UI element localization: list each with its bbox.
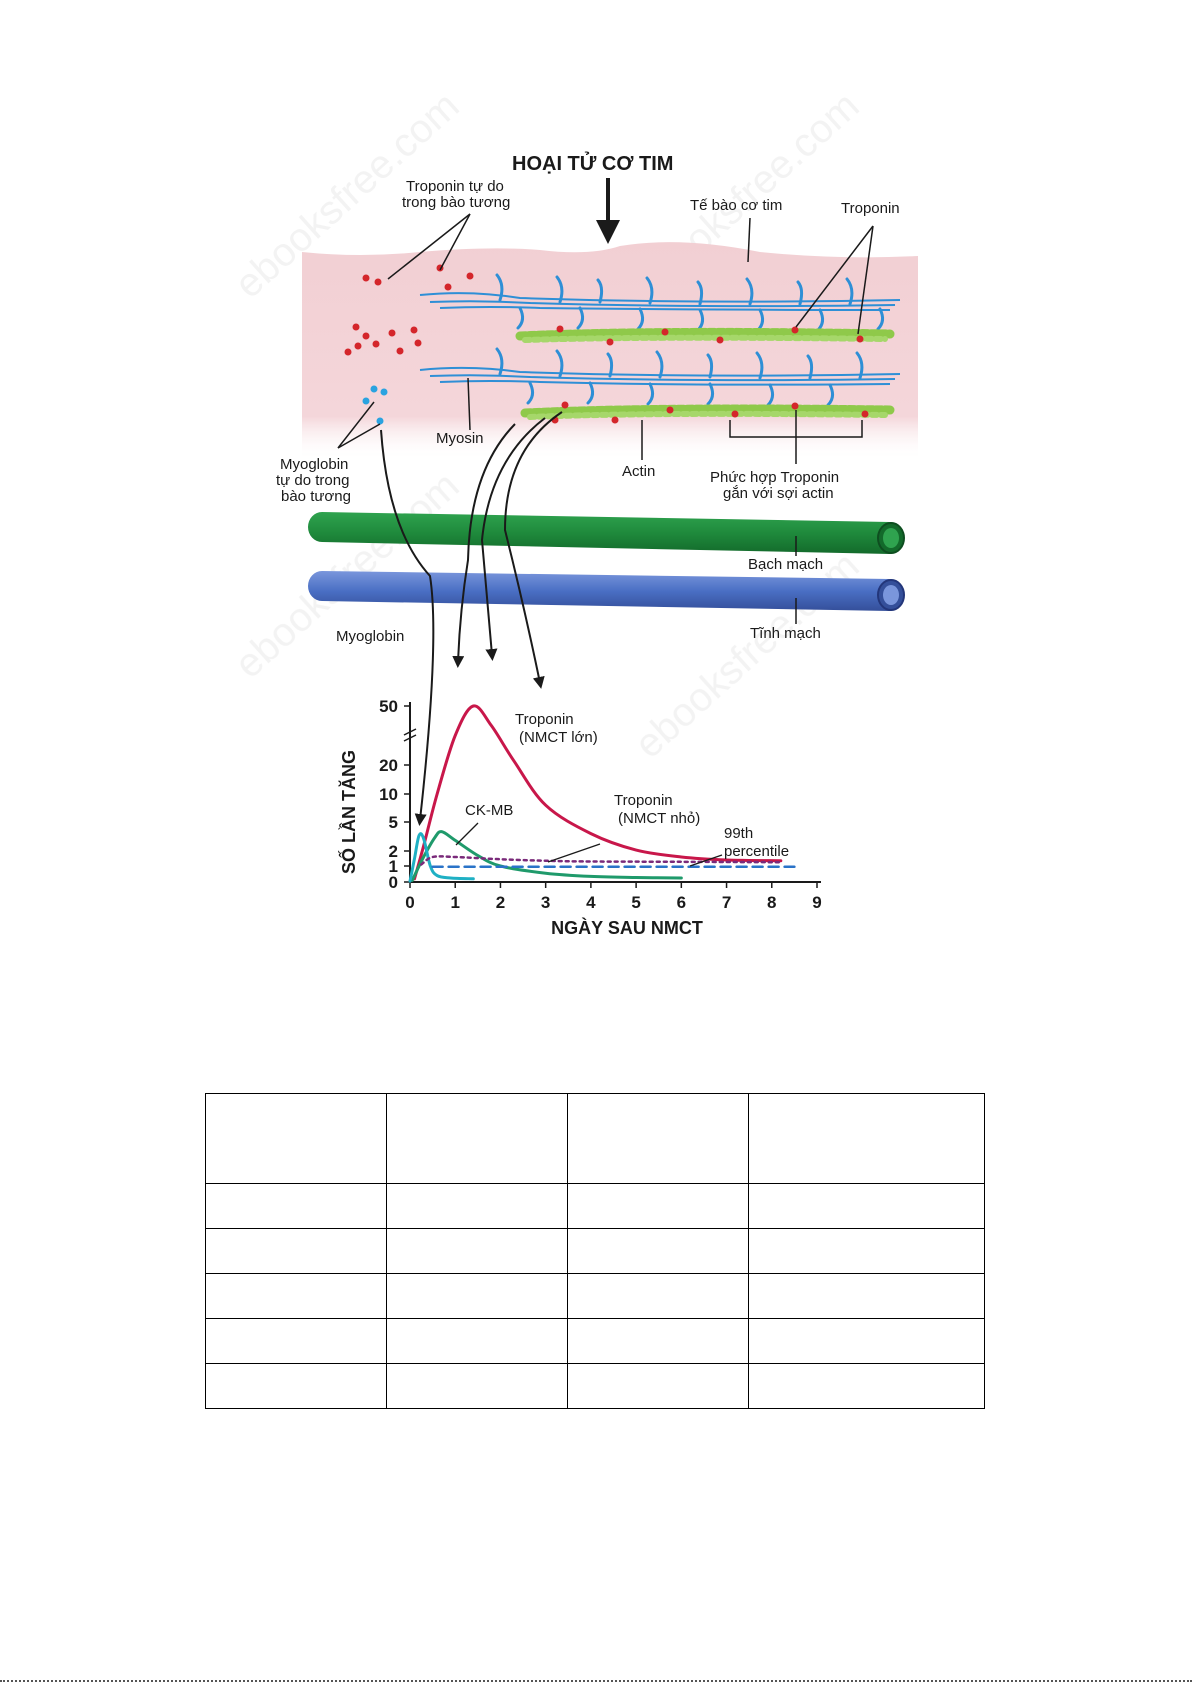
table-cell <box>205 1363 387 1409</box>
series-line-1 <box>410 830 683 882</box>
flow-arrows <box>380 411 563 826</box>
table-cell <box>567 1318 749 1364</box>
y-tick-label: 2 <box>389 842 398 861</box>
series-line-0 <box>413 704 783 881</box>
table-cell <box>205 1318 387 1364</box>
y-tick-label: 5 <box>389 813 398 832</box>
table-row <box>205 1273 985 1319</box>
series-label: Troponin <box>614 792 673 809</box>
table-cell <box>748 1093 985 1184</box>
chart-axes <box>403 702 821 883</box>
x-tick-label: 4 <box>586 893 596 912</box>
y-tick-label: 0 <box>389 873 398 892</box>
free-troponin-dots <box>344 264 474 356</box>
actin-filaments <box>515 327 895 420</box>
axis-break-mark <box>403 728 417 736</box>
table-cell <box>386 1363 568 1409</box>
x-tick-label: 0 <box>405 893 414 912</box>
series-label-leader <box>455 822 479 846</box>
label-complex-1: Phức hợp Troponin <box>710 469 839 486</box>
x-tick-label: 2 <box>496 893 505 912</box>
table-cell <box>567 1093 749 1184</box>
y-tick-label: 50 <box>379 697 398 716</box>
table-cell <box>748 1183 985 1229</box>
label-troponin: Troponin <box>841 200 900 217</box>
table-cell <box>748 1363 985 1409</box>
series-label-leader <box>547 843 601 863</box>
label-troponin-free-2: trong bào tương <box>402 194 510 211</box>
table-cell <box>567 1273 749 1319</box>
table-cell <box>567 1363 749 1409</box>
table-cell <box>748 1228 985 1274</box>
y-tick-label: 10 <box>379 785 398 804</box>
series-label: Troponin <box>515 711 574 728</box>
x-tick-label: 8 <box>767 893 776 912</box>
table-row <box>205 1318 985 1364</box>
diagram-labels: Troponin tự do trong bào tương Tế bào cơ… <box>276 178 900 645</box>
label-lymph: Bạch mạch <box>748 556 823 573</box>
label-troponin-free-1: Troponin tự do <box>406 178 504 195</box>
label-myoglobin-free-1: Myoglobin <box>280 456 348 473</box>
table-cell <box>386 1273 568 1319</box>
label-actin: Actin <box>622 463 655 480</box>
label-myosin: Myosin <box>436 430 484 447</box>
x-tick-label: 9 <box>812 893 821 912</box>
y-tick-label: 20 <box>379 756 398 775</box>
table-cell <box>386 1183 568 1229</box>
series-label: (NMCT nhỏ) <box>618 810 700 827</box>
blank-table <box>205 1093 985 1409</box>
table-cell <box>748 1273 985 1319</box>
table-cell <box>205 1273 387 1319</box>
lymph-vessel <box>308 512 905 554</box>
table-row <box>205 1183 985 1229</box>
table-cell <box>567 1183 749 1229</box>
label-myoglobin: Myoglobin <box>336 628 404 645</box>
table-cell <box>567 1228 749 1274</box>
table-cell <box>386 1093 568 1184</box>
chart-x-axis-label: NGÀY SAU NMCT <box>551 917 703 938</box>
x-tick-label: 6 <box>677 893 686 912</box>
series-label: percentile <box>724 843 789 860</box>
label-myoglobin-free-2: tự do trong <box>276 472 349 489</box>
pointer-lines <box>337 213 874 464</box>
diagram-title: HOẠI TỬ CƠ TIM <box>512 151 673 175</box>
x-tick-label: 1 <box>450 893 459 912</box>
table-row <box>205 1363 985 1409</box>
x-tick-label: 3 <box>541 893 550 912</box>
table-cell <box>205 1228 387 1274</box>
table-row <box>205 1228 985 1274</box>
chart-y-axis-label: SỐ LẦN TĂNG <box>338 750 359 874</box>
label-myoglobin-free-3: bào tương <box>281 488 351 505</box>
x-tick-label: 5 <box>631 893 640 912</box>
series-label: CK-MB <box>465 802 513 819</box>
figure: ebooksfree.com ebooksfree.com ebooksfree… <box>227 84 918 938</box>
label-complex-2: gắn với sợi actin <box>723 485 834 502</box>
table-cell <box>748 1318 985 1364</box>
table-cell <box>205 1093 387 1184</box>
label-vein: Tĩnh mạch <box>750 625 821 642</box>
label-myocyte: Tế bào cơ tim <box>690 197 782 214</box>
x-tick-label: 7 <box>722 893 731 912</box>
table-cell <box>205 1183 387 1229</box>
series-label-leader <box>689 854 723 867</box>
free-myoglobin-dots <box>362 385 388 425</box>
series-line-2 <box>408 832 475 883</box>
y-tick-label: 1 <box>389 857 398 876</box>
myosin-heads <box>495 273 885 407</box>
table-cell <box>386 1318 568 1364</box>
vein-vessel <box>308 571 905 611</box>
series-label: 99th <box>724 825 753 842</box>
bound-troponin-dots <box>551 325 869 424</box>
chart-series <box>408 704 796 883</box>
page-bottom-rule <box>0 1680 1192 1682</box>
table-header-row <box>205 1093 985 1184</box>
axis-break-mark <box>403 734 417 742</box>
series-line-3 <box>420 855 783 866</box>
table-cell <box>386 1228 568 1274</box>
series-label: (NMCT lớn) <box>519 729 598 746</box>
